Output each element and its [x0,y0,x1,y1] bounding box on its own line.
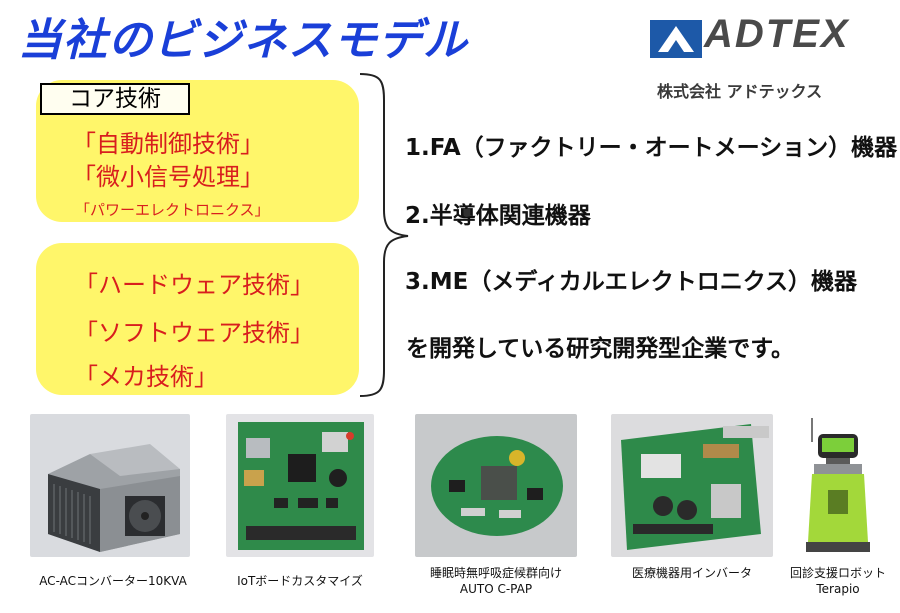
photo-caption: AC-ACコンバーター10KVA [39,574,187,588]
iot-board-photo [226,414,374,557]
curly-brace-icon [359,73,409,397]
tech-item: 「微小信号処理」 [72,163,264,191]
tech-item: 「自動制御技術」 [72,130,264,158]
ac-ac-converter-photo [30,414,190,557]
logo-company-name: 株式会社 アドテックス [657,82,823,101]
auto-cpap-board-photo [415,414,577,557]
medical-inverter-photo [611,414,773,557]
adtex-logo-icon [650,20,702,58]
terapio-robot-photo [792,414,884,557]
photo-caption: 回診支援ロボット [789,566,886,580]
product-item: 1.FA（ファクトリー・オートメーション）機器 [405,135,898,161]
page-title: 当社のビジネスモデル [18,15,468,66]
tech-item: 「ソフトウェア技術」 [74,319,314,347]
tech-item: 「ハードウェア技術」 [74,271,314,299]
core-tech-label: コア技術 [40,83,190,115]
company-statement: を開発している研究開発型企業です。 [406,336,795,362]
tech-item: 「メカ技術」 [74,363,218,391]
product-item: 3.ME（メディカルエレクトロニクス）機器 [405,269,858,295]
photo-caption: AUTO C-PAP [459,582,533,596]
logo-wordmark: ADTEX [704,12,850,56]
core-tech-box-2 [36,243,359,395]
product-item: 2.半導体関連機器 [405,203,591,229]
photo-caption: IoTボードカスタマイズ [237,574,363,588]
photo-caption: Terapio [816,582,860,596]
photo-caption: 医療機器用インバータ [631,566,752,580]
photo-caption: 睡眠時無呼吸症候群向け [429,566,562,580]
tech-item: 「パワーエレクトロニクス」 [75,201,270,219]
